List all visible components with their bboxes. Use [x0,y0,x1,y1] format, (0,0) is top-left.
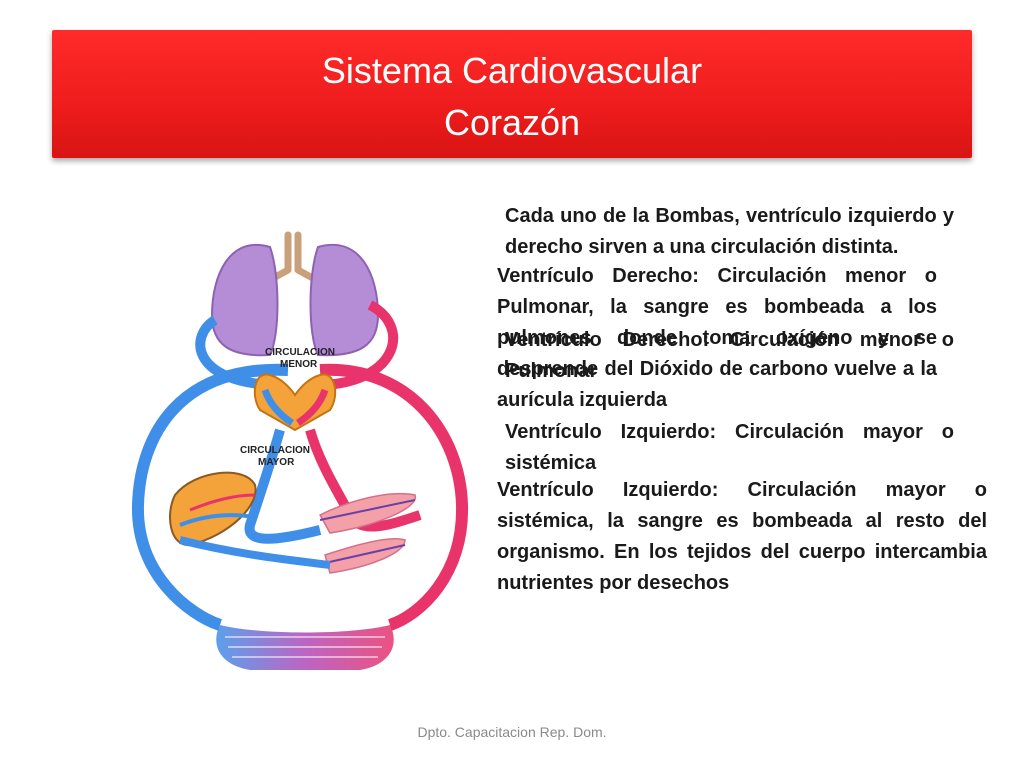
izquierdo-detail-text: Ventrículo Izquierdo: Circulación mayor … [497,479,987,594]
muscle-icon-1 [318,492,417,534]
derecho-detail-text: Ventrículo Derecho: Circulación menor o … [497,265,937,411]
derecho-short-text: Ventrículo Derecho: Circulación menor o … [505,329,954,382]
label-circulacion-mayor-2: MAYOR [258,457,295,468]
vein-systemic [244,428,322,544]
muscle-icon-2 [324,537,406,574]
organ-icon [169,471,257,547]
slide-title: Sistema Cardiovascular [321,50,703,91]
slide-subtitle: Corazón [443,102,581,143]
izquierdo-short-text: Ventrículo Izquierdo: Circulación mayor … [505,421,954,474]
pulmonary-artery [324,300,399,390]
label-circulacion-mayor-1: CIRCULACION [240,445,310,456]
artery-outer-loop [319,363,469,631]
intro-text: Cada uno de la Bombas, ventrículo izquie… [505,205,954,258]
left-lung [210,244,279,357]
label-circulacion-menor-2: MENOR [280,359,318,370]
right-lung [309,244,380,357]
vein-outer-loop [131,363,289,631]
footer-text: Dpto. Capacitacion Rep. Dom. [417,724,607,740]
trachea [256,231,330,289]
capillary-bed-icon [216,625,394,670]
label-circulacion-menor-1: CIRCULACION [265,347,335,358]
pulmonary-vein [195,315,271,390]
heart-icon [253,373,337,432]
title-banner: Sistema Cardiovascular Corazón [52,30,972,158]
circulation-diagram: CIRCULACION MENOR CIRCULACION MAYOR [131,231,469,670]
